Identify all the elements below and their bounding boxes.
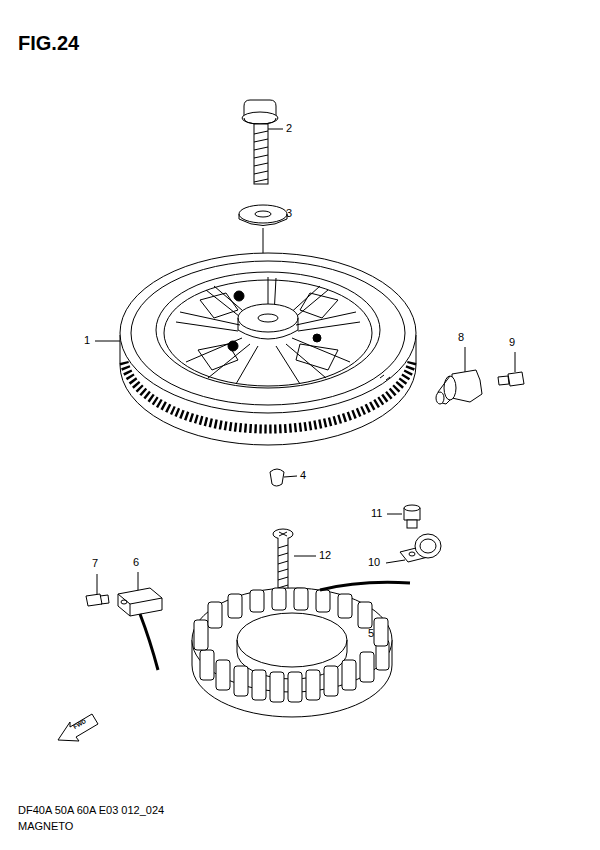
callout-number: 2 xyxy=(286,122,292,134)
callout-number: 1 xyxy=(84,334,90,346)
callout-number: 5 xyxy=(368,627,374,639)
figure-title: FIG.24 xyxy=(18,32,79,54)
callout-number: 7 xyxy=(92,557,98,569)
callout-number: 11 xyxy=(371,507,382,519)
callout-number: 4 xyxy=(300,469,306,481)
callout-number: 3 xyxy=(286,207,292,219)
callout-number: 6 xyxy=(133,556,139,568)
callout-number: 12 xyxy=(319,549,331,561)
callout-number: 10 xyxy=(368,556,380,568)
drawing-code: DF40A 50A 60A E03 012_024 xyxy=(18,804,164,816)
callout-number: 9 xyxy=(509,336,515,348)
callout-number: 8 xyxy=(458,331,464,343)
figure-caption: MAGNETO xyxy=(18,820,73,832)
